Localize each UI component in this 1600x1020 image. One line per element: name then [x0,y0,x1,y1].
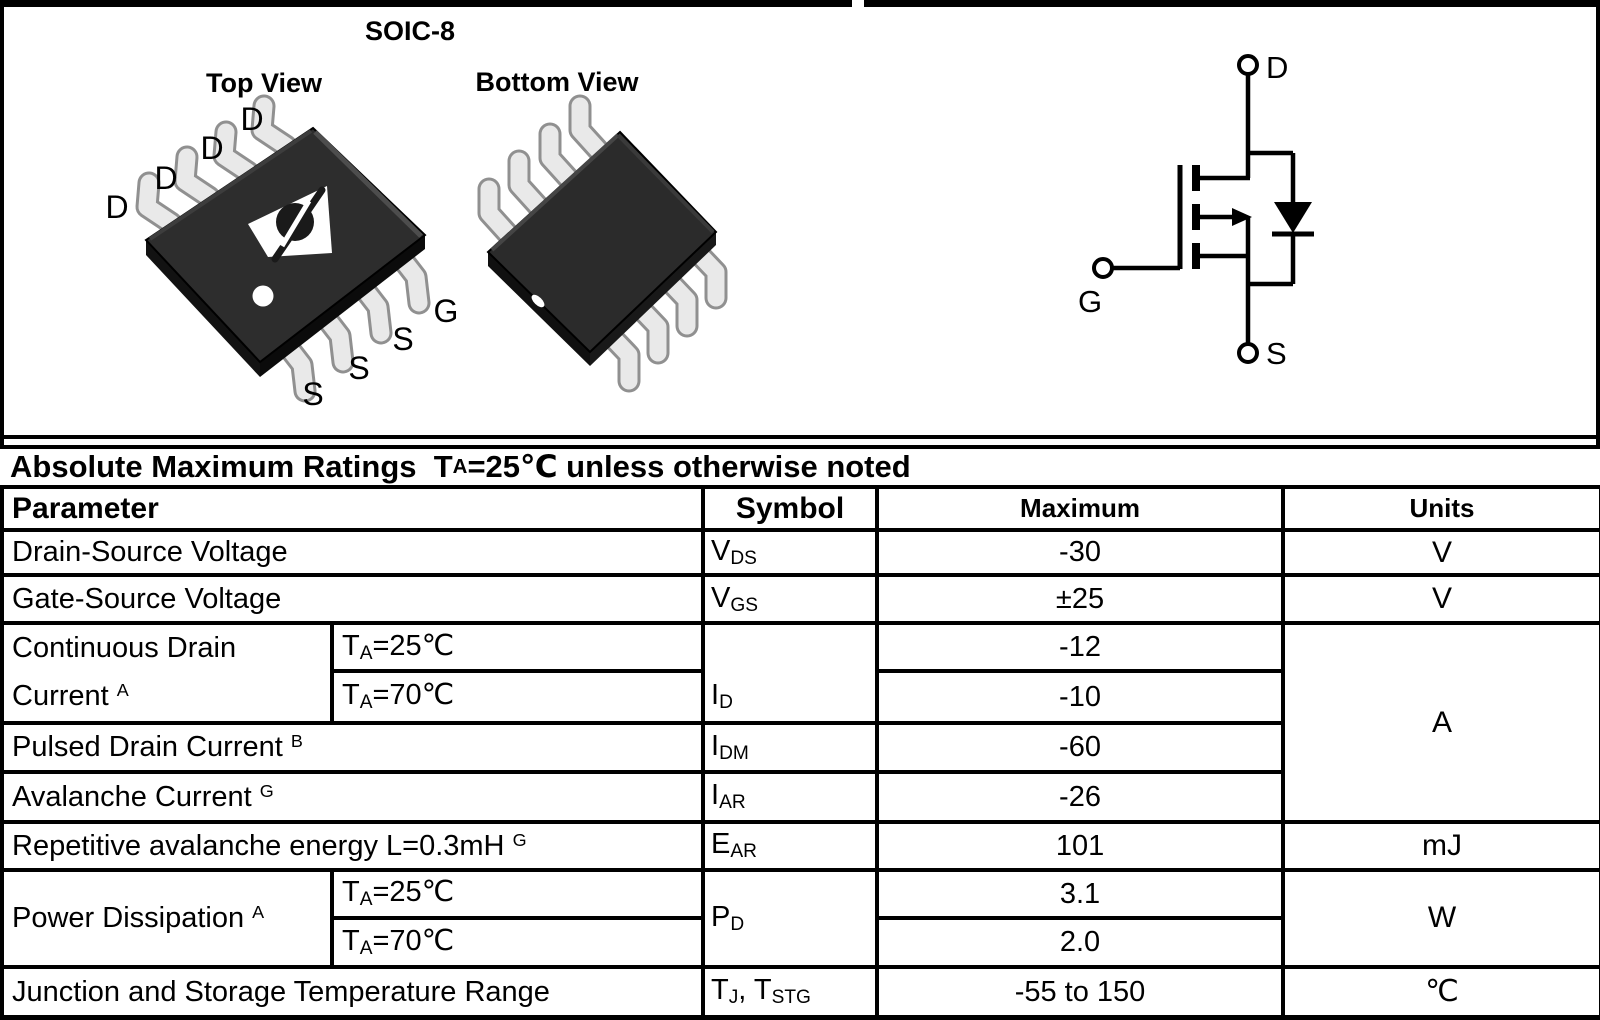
max-idm: -60 [875,720,1286,774]
table-row: Junction and Storage Temperature Range T… [0,964,1600,1019]
schematic-drain-label: D [1266,50,1288,85]
bottom-view-edge-highlight [616,133,715,234]
body-arrow [1232,208,1252,226]
symbol-idm: IDM [701,720,880,774]
cond-pd-70c: TA=70℃ [329,915,706,969]
table-row: Continuous Drain Current A TA=25℃ ID -12… [0,621,1600,824]
table-header-row: Parameter Symbol Maximum Units [0,485,1600,532]
top-view-side-face-left [146,240,260,377]
param-iar: Avalanche Current G [0,769,706,824]
schematic-gate-label: G [1078,284,1102,319]
max-ear: 101 [875,819,1286,872]
cond-pd-25c: TA=25℃ [329,867,706,920]
schematic-source-label: S [1266,336,1287,371]
param-power-dissipation: Power Dissipation A [0,867,334,969]
param-vgs: Gate-Source Voltage [0,573,706,625]
col-header-symbol: Symbol [701,485,880,532]
param-continuous-drain-current: Continuous Drain Current A [0,621,334,725]
drain-terminal [1237,54,1259,76]
bottom-view-label: Bottom View [475,67,639,97]
max-tj: -55 to 150 [875,964,1286,1019]
max-vds: -30 [875,528,1286,577]
param-tj: Junction and Storage Temperature Range [0,964,706,1019]
package-title: SOIC-8 [365,16,455,46]
pin-label-g: G [434,293,459,329]
units-vds: V [1281,528,1600,577]
abs-max-ratings-table: Parameter Symbol Maximum Units Drain-Sou… [0,485,1600,1019]
top-view-side-face-right [260,235,425,377]
param-vds: Drain-Source Voltage [0,528,706,577]
max-id-25c: -12 [875,621,1286,673]
table-row: Avalanche Current G IAR -26 [0,769,1600,824]
units-tj: ℃ [1281,964,1600,1019]
pin-label-d4: D [105,189,128,225]
pin-label-s2: S [348,350,369,386]
aos-logo [248,186,332,263]
table-row: TA=70℃ -10 [2,668,1600,725]
symbol-tj: TJ, TSTG [701,964,880,1019]
package-and-symbol-figure: SOIC-8 Top View Bottom View [105,16,1314,412]
table-row: TA=70℃ 2.0 [2,915,1600,969]
table-row: Repetitive avalanche energy L=0.3mH G EA… [0,819,1600,872]
max-pd-70c: 2.0 [875,915,1286,969]
bottom-view-package [477,94,728,393]
table-row: Pulsed Drain Current B IDM -60 [0,720,1600,774]
table-row: Gate-Source Voltage VGS ±25 V [0,573,1600,625]
symbol-vds: VDS [701,528,880,577]
bottom-view-notch [531,294,545,308]
units-vgs: V [1281,573,1600,625]
bottom-view-edge-bevel [490,133,620,252]
symbol-ear: EAR [701,819,880,872]
symbol-iar: IAR [701,769,880,824]
pin1-indicator-dot [252,285,274,307]
symbol-vgs: VGS [701,573,880,625]
pin-label-d3: D [154,160,177,196]
col-header-maximum: Maximum [875,485,1286,532]
mosfet-symbol: D G S [1078,50,1314,371]
pin-label-s1: S [302,376,323,412]
symbol-pd: PD [701,867,880,969]
pin-label-d2: D [200,130,223,166]
units-pd: W [1281,867,1600,969]
param-idm: Pulsed Drain Current B [0,720,706,774]
pin-label-s3: S [392,321,413,357]
table-row: Power Dissipation A TA=25℃ PD 3.1 W [0,867,1600,969]
source-terminal [1237,342,1259,364]
bottom-view-side-face-right [590,232,716,366]
max-id-70c: -10 [875,668,1286,725]
top-view-drain-pins [135,94,298,235]
cond-id-25c: TA=25℃ [329,621,706,673]
page-top-border-left [0,0,852,7]
table-row: Drain-Source Voltage VDS -30 V [0,528,1600,577]
body-diode [1272,153,1314,284]
max-vgs: ±25 [875,573,1286,625]
cond-id-70c: TA=70℃ [329,668,706,725]
top-view-label: Top View [206,68,323,98]
pin-label-d1: D [240,101,263,137]
max-iar: -26 [875,769,1286,824]
max-pd-25c: 3.1 [875,867,1286,920]
figure-section-divider [0,435,1600,439]
top-view-edge-highlight [313,130,423,238]
col-header-parameter: Parameter [0,485,706,532]
symbol-id: ID [701,621,880,725]
bottom-view-side-face-left [488,252,590,366]
col-header-units: Units [1281,485,1600,532]
top-view-edge-bevel [148,129,313,241]
units-current: A [1281,621,1600,824]
bottom-view-pins-upper [477,94,611,246]
page-top-border-right [864,0,1600,7]
param-ear: Repetitive avalanche energy L=0.3mH G [0,819,706,872]
units-ear: mJ [1281,819,1600,872]
top-view-package: D D D D S S S G [105,94,459,412]
gate-terminal [1092,257,1114,279]
